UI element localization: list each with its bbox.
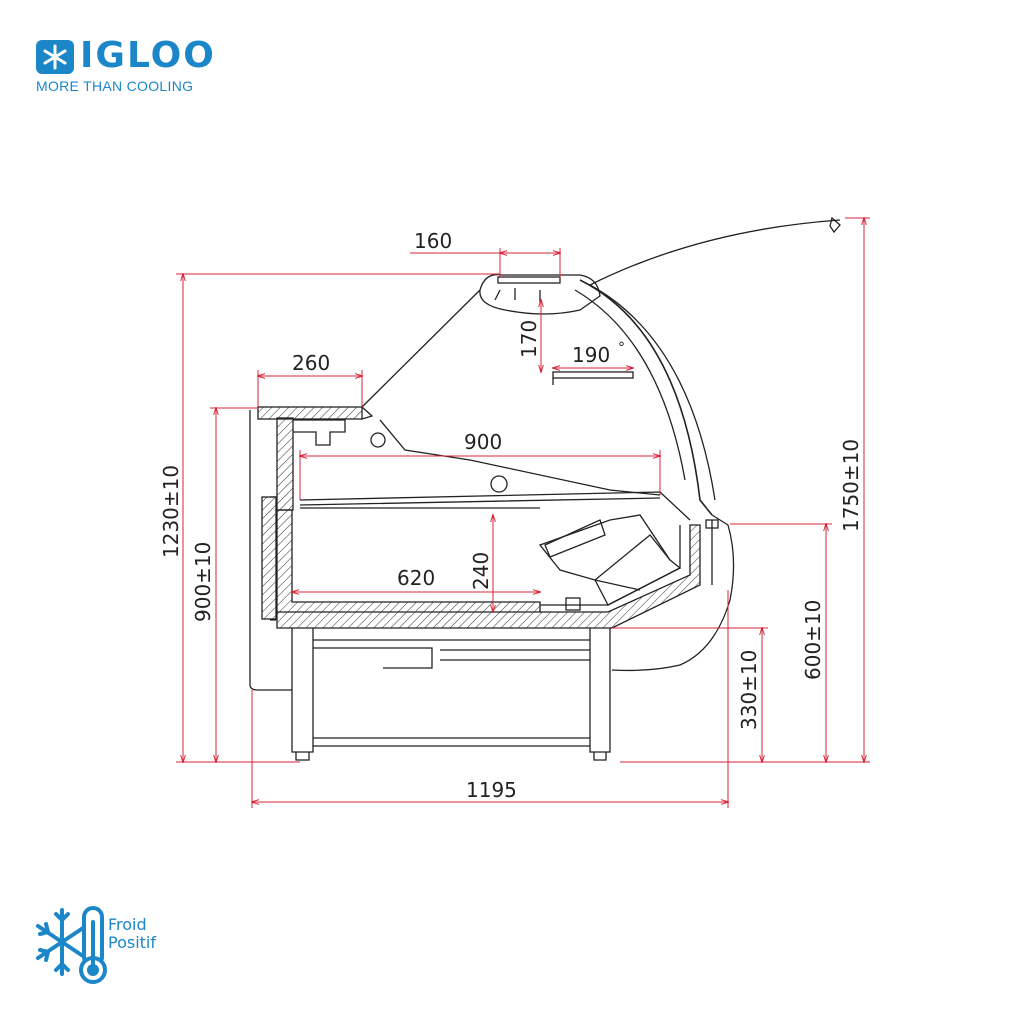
dim-front-height: 600±10 bbox=[801, 600, 825, 680]
dimension-labels: 160 260 170 190 ° 900 620 240 1230±10 90… bbox=[159, 229, 863, 802]
degree-mark: ° bbox=[618, 340, 625, 356]
dim-overall-height: 1230±10 bbox=[159, 465, 183, 558]
dim-total-height: 1750±10 bbox=[839, 439, 863, 532]
snowflake-thermometer-icon bbox=[36, 906, 107, 984]
badge-line-positif: Positif bbox=[108, 933, 156, 952]
brand-tagline: MORE THAN COOLING bbox=[36, 78, 194, 94]
dim-top-shelf-depth: 160 bbox=[414, 229, 452, 253]
dim-base-height: 330±10 bbox=[737, 650, 761, 730]
counter-outline bbox=[249, 216, 841, 761]
dim-upper-shelf-height: 170 bbox=[517, 320, 541, 358]
brand-name: IGLOO bbox=[80, 35, 216, 76]
dim-well-depth: 620 bbox=[397, 566, 435, 590]
dimension-lines bbox=[176, 218, 870, 808]
dim-counter-height: 900±10 bbox=[191, 542, 215, 622]
froid-positif-badge: Froid Positif bbox=[34, 900, 184, 990]
badge-line-froid: Froid bbox=[108, 915, 147, 934]
dim-overall-depth: 1195 bbox=[466, 778, 517, 802]
dim-upper-shelf-width: 190 bbox=[572, 343, 610, 367]
dim-rear-shelf-depth: 260 bbox=[292, 351, 330, 375]
snowflake-icon bbox=[36, 40, 74, 74]
dim-display-depth: 900 bbox=[464, 430, 502, 454]
dim-well-height: 240 bbox=[469, 552, 493, 590]
brand-logo: IGLOO MORE THAN COOLING bbox=[36, 38, 276, 98]
